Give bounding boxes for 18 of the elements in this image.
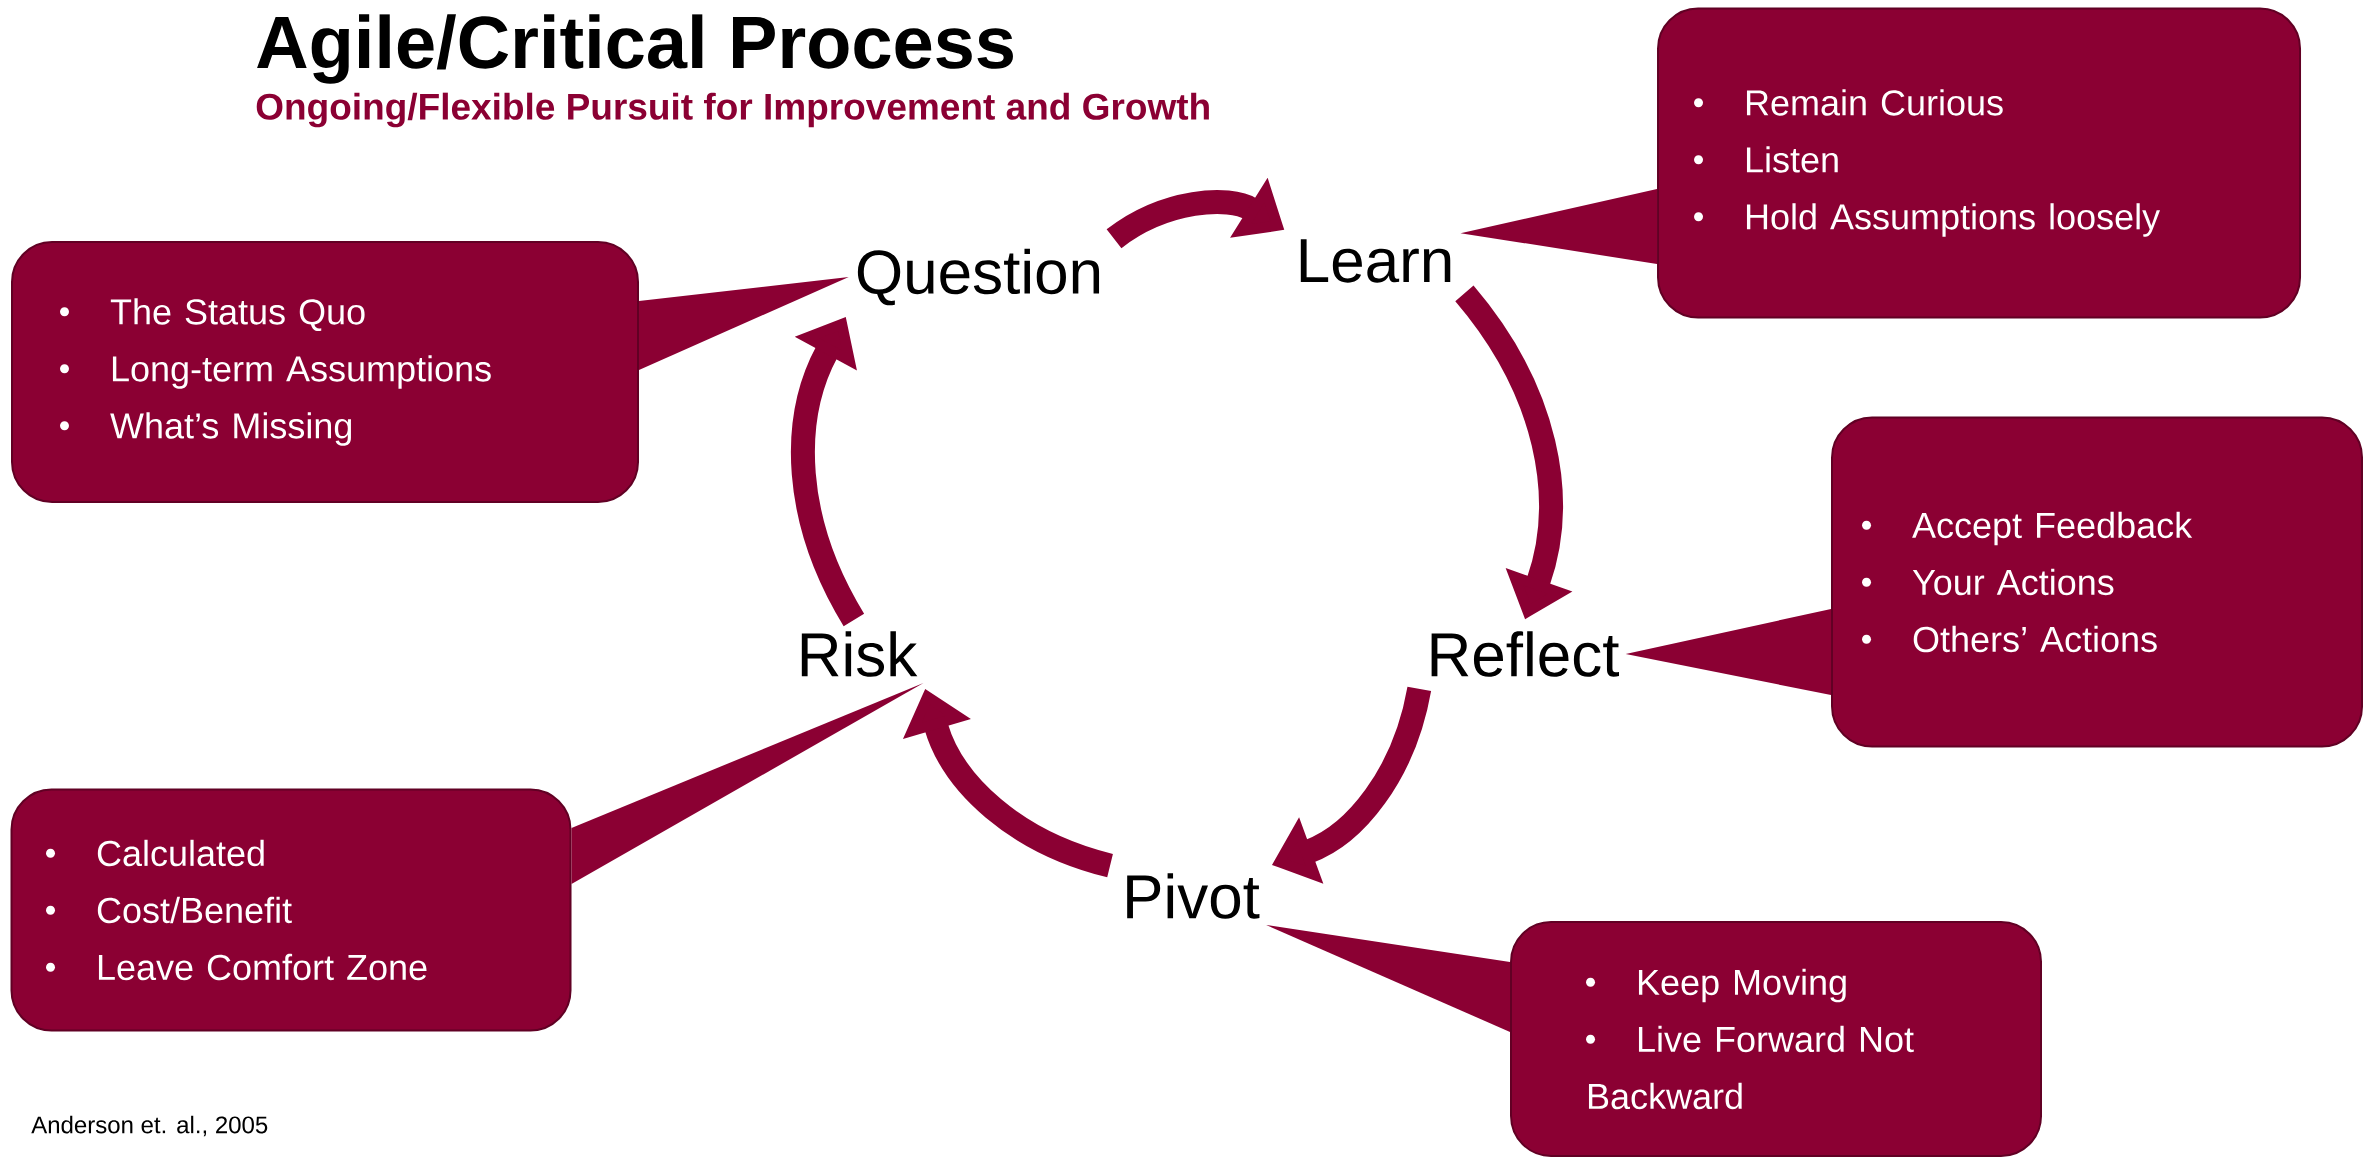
step-label: Risk [801,631,918,677]
step-label: Learn [1300,239,1451,283]
subtitle: Ongoing/Flexible Pursuit for Improvement and Growth [256,92,1209,128]
callout-pointer [1460,189,1657,264]
callout-box: Accept Feedback Your Actions Others’ Actions [1831,416,2364,748]
citation: Anderson et. al., 2005 [31,1115,268,1137]
callout-box: The Status Quo Long-term Assumptions What’s Missing [11,241,639,503]
callout-pointer [639,277,849,370]
callout-pointer [1625,609,1831,695]
step-label: Pivot [1127,873,1260,919]
callout-pointer [1266,924,1510,1032]
callout-box: Remain Curious Listen Hold Assumptions loosely [1657,7,2302,319]
callout-pointer [571,682,924,884]
callout-box: Keep Moving Live Forward Not Backward [1510,921,2042,1157]
callout-box: Calculated Cost/Benefit Leave Comfort Zone [10,788,572,1032]
step-label: Question [857,248,1100,306]
step-label: Reflect [1431,631,1619,677]
title: Agile/Critical Process [257,14,1013,84]
